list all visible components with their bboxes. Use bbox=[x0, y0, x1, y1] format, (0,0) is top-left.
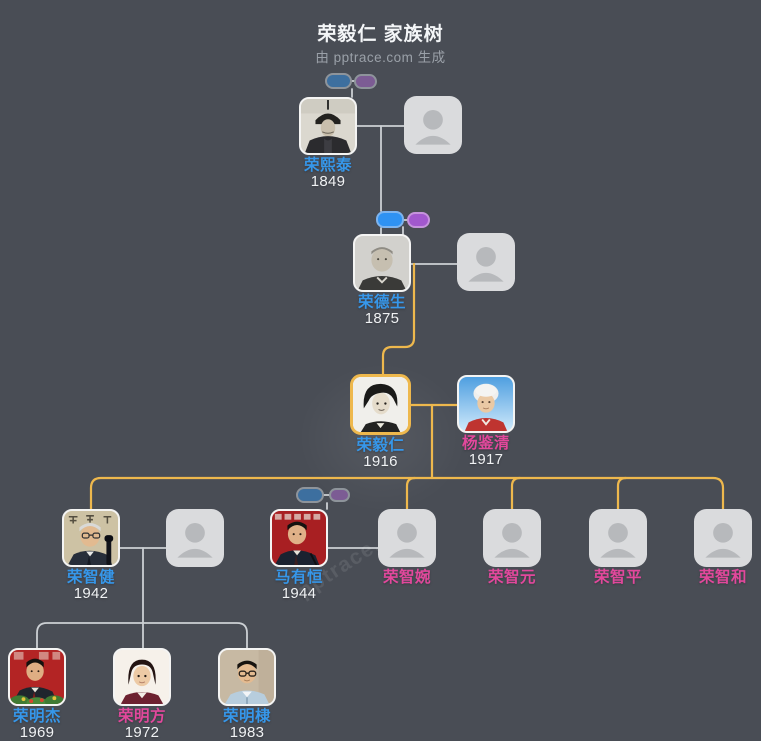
collapsed-father-pill[interactable] bbox=[296, 487, 324, 503]
page-title: 荣毅仁 家族树 bbox=[317, 24, 444, 45]
rong-zhiyuan-name: 荣智元 bbox=[487, 569, 536, 586]
portrait-image bbox=[115, 650, 169, 704]
person-silhouette-icon bbox=[404, 96, 462, 154]
rong-zhiwan-name: 荣智婉 bbox=[382, 569, 431, 586]
portrait-image bbox=[301, 99, 355, 153]
rong-mingfang-photo[interactable] bbox=[113, 648, 171, 706]
yang-jianqing-birth-year: 1917 bbox=[468, 451, 504, 468]
portrait-image bbox=[353, 377, 408, 432]
rong-desheng-photo[interactable] bbox=[353, 234, 411, 292]
rong-xitai-name: 荣熙泰 bbox=[303, 157, 352, 174]
rong-mingfang-name: 荣明方 bbox=[117, 708, 166, 725]
page-subtitle: 由 pptrace.com 生成 bbox=[315, 50, 446, 65]
collapsed-father-pill[interactable] bbox=[376, 211, 404, 228]
ma-youheng-birth-year: 1944 bbox=[281, 585, 317, 602]
portrait-image bbox=[64, 511, 118, 565]
person-silhouette-icon bbox=[457, 233, 515, 291]
spouse-of-rong-xitai-placeholder[interactable] bbox=[404, 96, 462, 154]
rong-mingdi-name: 荣明棣 bbox=[222, 708, 271, 725]
rong-mingjie-name: 荣明杰 bbox=[12, 708, 61, 725]
portrait-image bbox=[10, 650, 64, 704]
person-silhouette-icon bbox=[166, 509, 224, 567]
person-silhouette-icon bbox=[483, 509, 541, 567]
rong-zhiping-name: 荣智平 bbox=[593, 569, 642, 586]
collapsed-mother-pill[interactable] bbox=[407, 212, 430, 228]
rong-mingfang-birth-year: 1972 bbox=[124, 724, 160, 741]
person-silhouette-icon bbox=[378, 509, 436, 567]
spouse-of-rong-desheng-placeholder[interactable] bbox=[457, 233, 515, 291]
rong-zhijian-photo[interactable] bbox=[62, 509, 120, 567]
collapsed-father-pill[interactable] bbox=[325, 73, 352, 89]
rong-zhihe-name: 荣智和 bbox=[698, 569, 747, 586]
person-silhouette-icon bbox=[589, 509, 647, 567]
rong-mingdi-birth-year: 1983 bbox=[229, 724, 265, 741]
rong-mingjie-birth-year: 1969 bbox=[19, 724, 55, 741]
spouse-of-rong-zhijian-placeholder[interactable] bbox=[166, 509, 224, 567]
rong-zhijian-name: 荣智健 bbox=[66, 569, 115, 586]
portrait-image bbox=[459, 377, 513, 431]
rong-zhijian-birth-year: 1942 bbox=[73, 585, 109, 602]
rong-zhiyuan-placeholder[interactable] bbox=[483, 509, 541, 567]
rong-desheng-birth-year: 1875 bbox=[364, 310, 400, 327]
ma-youheng-name: 马有恒 bbox=[274, 569, 323, 586]
person-silhouette-icon bbox=[694, 509, 752, 567]
rong-yiren-birth-year: 1916 bbox=[363, 453, 398, 470]
rong-zhiping-placeholder[interactable] bbox=[589, 509, 647, 567]
rong-xitai-photo[interactable] bbox=[299, 97, 357, 155]
portrait-image bbox=[355, 236, 409, 290]
collapsed-mother-pill[interactable] bbox=[329, 488, 350, 502]
rong-mingjie-photo[interactable] bbox=[8, 648, 66, 706]
rong-xitai-birth-year: 1849 bbox=[310, 173, 346, 190]
portrait-image bbox=[220, 650, 274, 704]
rong-zhiwan-placeholder[interactable] bbox=[378, 509, 436, 567]
portrait-image bbox=[272, 511, 326, 565]
yang-jianqing-name: 杨鉴清 bbox=[461, 435, 510, 452]
rong-zhihe-placeholder[interactable] bbox=[694, 509, 752, 567]
rong-mingdi-photo[interactable] bbox=[218, 648, 276, 706]
yang-jianqing-photo[interactable] bbox=[457, 375, 515, 433]
ma-youheng-photo[interactable] bbox=[270, 509, 328, 567]
rong-yiren-photo[interactable] bbox=[350, 374, 411, 435]
rong-desheng-name: 荣德生 bbox=[357, 294, 406, 311]
collapsed-mother-pill[interactable] bbox=[354, 74, 377, 89]
rong-yiren-name: 荣毅仁 bbox=[356, 437, 405, 454]
